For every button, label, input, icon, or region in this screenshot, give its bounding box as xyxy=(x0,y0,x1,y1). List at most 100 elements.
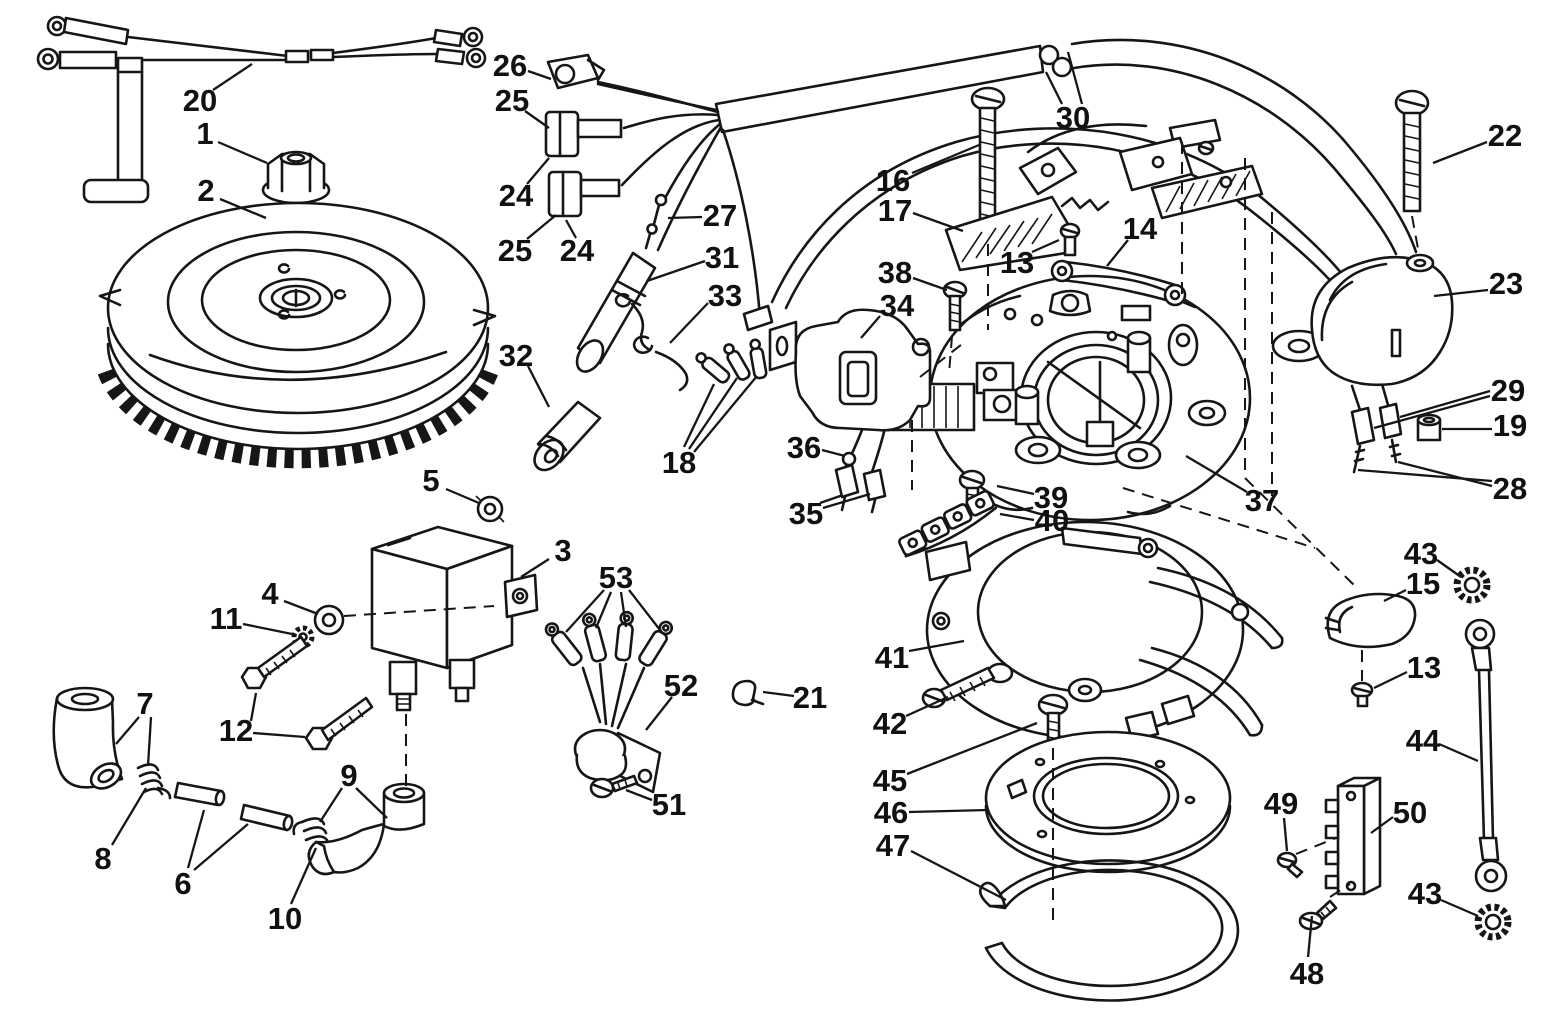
part-number-label-2: 2 xyxy=(197,173,214,208)
part-number-label-15: 15 xyxy=(1406,566,1440,601)
part-number-label-3: 3 xyxy=(554,533,571,568)
leader-line-15 xyxy=(1383,588,1407,603)
sleeves-6 xyxy=(173,781,294,832)
leader-line-7 xyxy=(115,716,140,745)
leader-line-12 xyxy=(249,692,258,722)
part-number-label-30: 30 xyxy=(1056,100,1090,135)
part-number-label-19: 19 xyxy=(1493,408,1527,443)
ignition-coil-3 xyxy=(370,525,539,712)
leader-line-9 xyxy=(355,787,388,819)
part-number-label-17: 17 xyxy=(878,193,912,228)
leader-line-20 xyxy=(212,63,253,91)
cap-19 xyxy=(1416,413,1442,442)
part-number-label-23: 23 xyxy=(1489,266,1523,301)
leader-line-47 xyxy=(910,849,1007,902)
part-number-label-51: 51 xyxy=(652,787,686,822)
part-number-label-31: 31 xyxy=(705,240,739,275)
part-number-label-52: 52 xyxy=(664,668,698,703)
terminal-27 xyxy=(644,193,668,250)
leader-line-53 xyxy=(628,589,661,631)
elbow-connector-25-24-a xyxy=(544,110,623,158)
stop-switch-harness-20 xyxy=(36,15,487,71)
part-number-label-14: 14 xyxy=(1123,211,1158,246)
leader-line-43 xyxy=(1436,559,1462,578)
screw-22 xyxy=(1394,89,1430,213)
leader-line-9 xyxy=(319,787,343,823)
leader-line-53 xyxy=(619,591,628,628)
part-number-label-39: 39 xyxy=(1034,480,1068,515)
leader-line-13 xyxy=(1031,238,1060,254)
leader-line-8 xyxy=(111,787,147,846)
harness-sleeve xyxy=(714,44,1073,134)
part-labels: 1234567891011121313141516171819202122232… xyxy=(94,48,1527,991)
part-number-label-7: 7 xyxy=(136,686,153,721)
retainer-ring-46 xyxy=(984,730,1232,874)
part-number-label-18: 18 xyxy=(662,445,696,480)
leader-line-52 xyxy=(645,696,673,731)
spark-boot-9 xyxy=(307,782,426,876)
part-number-label-12: 12 xyxy=(219,713,253,748)
part-number-label-13: 13 xyxy=(1000,245,1034,280)
harness-wires xyxy=(596,80,762,320)
leader-line-10 xyxy=(289,847,318,905)
coil-34-leads-35-36 xyxy=(834,428,887,514)
part-number-label-25: 25 xyxy=(495,83,529,118)
part-number-label-1: 1 xyxy=(196,116,213,151)
leader-line-2 xyxy=(219,197,267,220)
terminal-strip-40 xyxy=(898,489,998,558)
part-number-label-8: 8 xyxy=(94,841,111,876)
leader-line-13 xyxy=(1373,670,1408,690)
link-14 xyxy=(1050,259,1197,309)
part-number-label-29: 29 xyxy=(1491,373,1525,408)
leader-line-35 xyxy=(819,493,844,505)
part-number-label-32: 32 xyxy=(499,338,533,373)
clip-21 xyxy=(731,679,765,707)
leader-line-25 xyxy=(524,110,550,129)
lock-washer-43a xyxy=(1453,566,1491,604)
leader-line-11 xyxy=(242,622,293,636)
washer-5 xyxy=(475,495,505,523)
leader-line-18 xyxy=(682,383,716,448)
leader-line-33 xyxy=(669,302,709,344)
bullet-terminals-18 xyxy=(695,304,774,384)
part-number-label-38: 38 xyxy=(878,255,912,290)
leader-line-42 xyxy=(905,695,949,718)
part-number-label-24: 24 xyxy=(560,233,595,268)
snap-ring-47 xyxy=(978,859,1240,1002)
leader-line-35 xyxy=(822,492,871,510)
leader-line-6 xyxy=(186,809,206,869)
leader-line-31 xyxy=(646,259,706,283)
part-number-label-4: 4 xyxy=(261,576,279,611)
leader-line-1 xyxy=(217,140,268,165)
grommet-52 xyxy=(573,728,662,794)
assembly-dashed-lines xyxy=(343,142,1420,928)
part-number-label-16: 16 xyxy=(876,163,910,198)
leader-line-38 xyxy=(912,276,948,292)
breaker-points-cluster xyxy=(1018,118,1264,220)
boot-32 xyxy=(533,400,602,472)
part-number-label-43: 43 xyxy=(1408,876,1442,911)
leader-line-28 xyxy=(1357,468,1493,483)
leader-line-25 xyxy=(526,214,557,240)
cam-bracket-15 xyxy=(1324,592,1417,649)
leader-line-40 xyxy=(999,512,1035,522)
leader-line-53 xyxy=(594,591,613,629)
leader-line-26 xyxy=(527,69,552,81)
leader-line-53 xyxy=(565,589,605,633)
stop-bracket xyxy=(82,56,150,204)
part-number-label-42: 42 xyxy=(873,706,907,741)
part-number-label-27: 27 xyxy=(703,198,737,233)
leader-line-7 xyxy=(146,716,153,767)
coil-23-leads xyxy=(1350,382,1403,474)
lock-washer-43b xyxy=(1474,903,1512,941)
flywheel-nut-1 xyxy=(261,150,331,205)
part-number-label-35: 35 xyxy=(789,496,823,531)
part-number-label-11: 11 xyxy=(210,601,243,636)
leader-line-17 xyxy=(912,211,964,233)
terminal-block-50 xyxy=(1324,776,1382,896)
leader-lines xyxy=(111,51,1493,958)
leader-line-46 xyxy=(908,808,989,814)
part-number-label-28: 28 xyxy=(1493,471,1527,506)
